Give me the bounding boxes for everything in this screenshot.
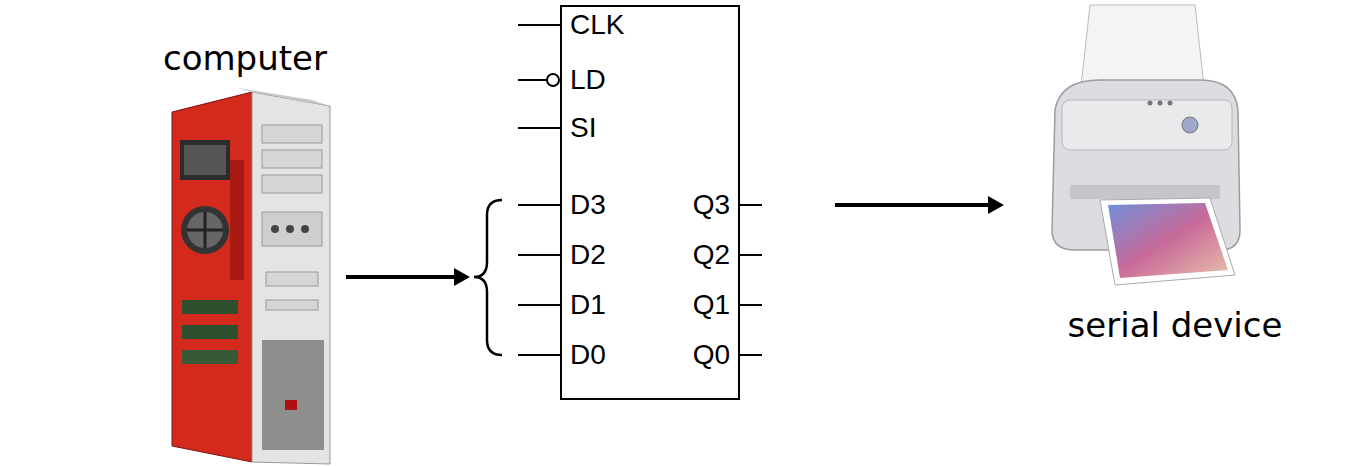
pin-name: Q0 (693, 339, 730, 371)
pin-name: D2 (570, 239, 606, 271)
pin-name: D0 (570, 339, 606, 371)
arrow-connector (835, 196, 1004, 214)
pin-name: Q2 (693, 239, 730, 271)
shift-register: CLK LD SI D3 Q3D2 Q2D1 Q1D0 Q0 (560, 5, 740, 400)
pin-name: D1 (570, 289, 606, 321)
device-label: serial device (1004, 305, 1346, 345)
pin-name: Q1 (693, 289, 730, 321)
pin-name: D3 (570, 189, 606, 221)
computer-node: computer (144, 38, 346, 466)
pin-name: LD (570, 64, 606, 96)
computer-illustration (172, 88, 330, 464)
brace (474, 200, 502, 355)
pin-name: CLK (570, 9, 624, 41)
arrow-connector (346, 268, 470, 286)
pin-name: SI (570, 112, 596, 144)
pin-name: Q3 (693, 189, 730, 221)
device-label: computer (144, 38, 346, 78)
serial-device-node: serial device (1004, 0, 1346, 345)
printer-illustration (1052, 5, 1240, 285)
